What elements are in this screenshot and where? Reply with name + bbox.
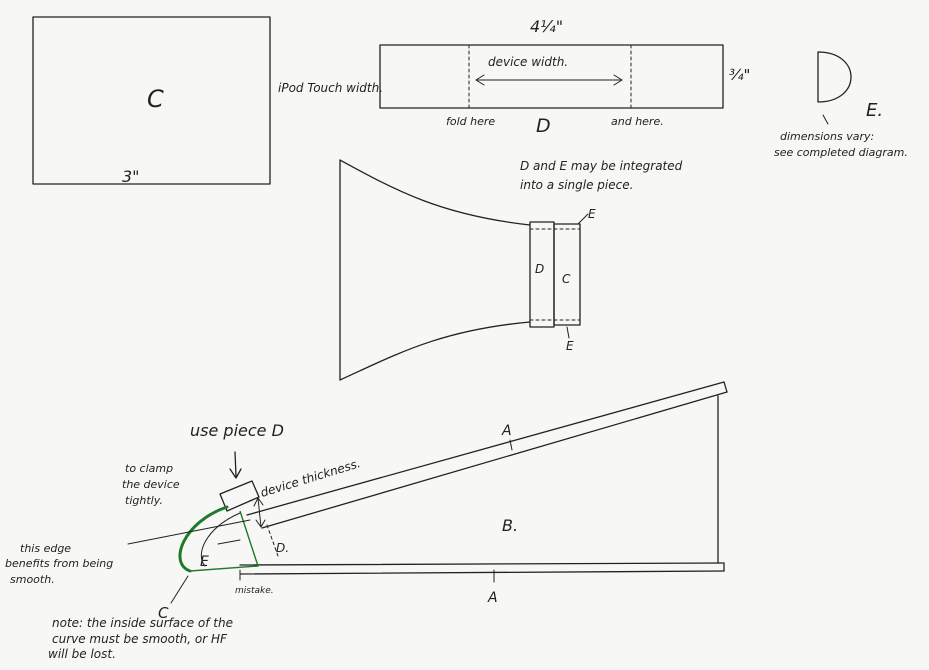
cross-label-a-top: A xyxy=(501,423,512,439)
integration-note-line1: D and E may be integrated xyxy=(520,159,683,173)
piece-d-thickness-label: ¾" xyxy=(729,66,750,84)
edge-line-extension xyxy=(127,519,251,545)
integration-note-line2: into a single piece. xyxy=(520,178,633,192)
use-piece-d-arrow xyxy=(234,451,237,477)
horn-bottom-flare xyxy=(339,321,531,381)
clamp-note-line2: the device xyxy=(122,478,180,491)
cross-label-c: C xyxy=(158,604,169,622)
horn-e-pointer-bottom xyxy=(566,326,570,339)
panel-a-top-upper-edge xyxy=(246,381,725,516)
clamp-piece-d xyxy=(219,480,260,512)
piece-d-height-label: 4¼" xyxy=(530,17,563,36)
device-slot-line xyxy=(266,524,279,557)
piece-e-region xyxy=(189,510,259,572)
piece-c-outline xyxy=(32,16,271,185)
clamp-note-line1: to clamp xyxy=(125,462,173,475)
panel-a-bottom-upper-edge xyxy=(239,562,725,566)
horn-label-e-top: E xyxy=(588,207,596,221)
device-thickness-label: device thickness. xyxy=(259,456,362,500)
cross-label-a-bottom: A xyxy=(487,590,498,606)
edge-note-line3: smooth. xyxy=(10,573,55,586)
mistake-label: mistake. xyxy=(235,586,274,596)
curved-piece-c xyxy=(178,505,229,573)
piece-e-note-line2: see completed diagram. xyxy=(774,146,908,159)
horn-cross-section: A B. A E device thickness. D. mistake. C… xyxy=(5,381,728,661)
horn-top-flare xyxy=(339,159,531,226)
horn-label-d: D xyxy=(535,262,544,276)
bottom-note-line1: note: the inside surface of the xyxy=(52,616,233,630)
use-piece-d-arrowhead xyxy=(229,468,242,479)
cross-label-e: E xyxy=(200,554,209,570)
edge-note-line1: this edge xyxy=(20,542,71,555)
cross-label-b: B. xyxy=(502,516,518,535)
piece-c-note: iPod Touch width. xyxy=(278,81,383,95)
panel-a-top-end xyxy=(723,381,728,393)
device-thickness-arrowhead-top xyxy=(253,497,264,507)
and-here-label: and here. xyxy=(611,115,664,128)
clamp-note-line3: tightly. xyxy=(125,494,163,507)
device-width-arrowhead-right xyxy=(613,74,623,86)
horn-piece-c xyxy=(553,223,581,326)
piece-c-letter: C xyxy=(147,85,164,113)
panel-a-top-tick xyxy=(509,439,513,451)
fold-here-label: fold here xyxy=(446,115,495,128)
cross-label-d: D. xyxy=(276,541,289,555)
horn-side-view: E D C E xyxy=(339,159,596,381)
piece-e: E. dimensions vary: see completed diagra… xyxy=(774,51,908,159)
piece-e-letter: E. xyxy=(866,100,883,121)
bottom-note-line3: will be lost. xyxy=(48,647,116,661)
piece-d-letter: D xyxy=(536,115,551,137)
use-piece-d-label: use piece D xyxy=(190,421,284,440)
curve-c-pointer xyxy=(170,575,189,604)
inner-curve-surface xyxy=(200,512,241,567)
panel-a-top-lower-edge xyxy=(261,391,728,529)
piece-e-note-line1: dimensions vary: xyxy=(780,130,874,143)
horn-e-pointer-top xyxy=(577,213,589,225)
horn-label-c: C xyxy=(562,272,571,286)
d-pointer-arrow xyxy=(217,539,241,545)
bottom-note-line2: curve must be smooth, or HF xyxy=(52,632,228,646)
piece-c: C 3" iPod Touch width. xyxy=(32,16,383,186)
device-width-label: device width. xyxy=(488,55,568,69)
piece-d-outline xyxy=(379,44,724,109)
edge-note-line2: benefits from being xyxy=(5,557,113,570)
device-thickness-arrow xyxy=(257,497,262,528)
horn-label-e-bottom: E xyxy=(566,339,574,353)
piece-e-pointer xyxy=(822,114,829,125)
piece-c-width-label: 3" xyxy=(122,167,140,186)
piece-d: device width. 4¼" ¾" fold here and here.… xyxy=(379,17,750,137)
device-thickness-arrowhead-bottom xyxy=(255,519,266,528)
piece-e-outline xyxy=(817,51,852,103)
device-width-arrowhead-left xyxy=(475,74,485,86)
panel-a-bottom-lower-edge xyxy=(239,570,725,575)
